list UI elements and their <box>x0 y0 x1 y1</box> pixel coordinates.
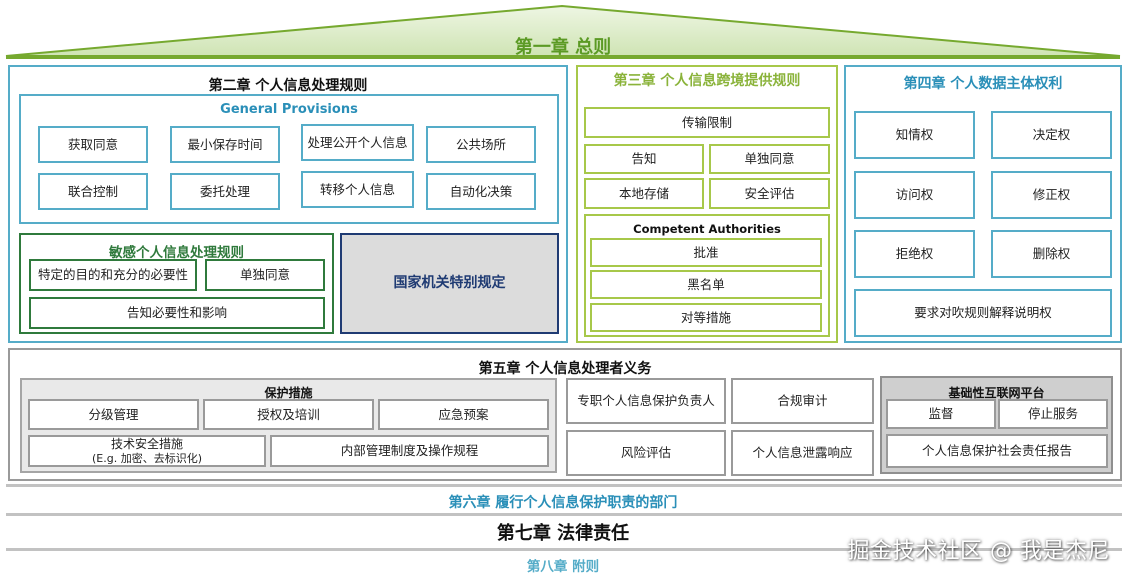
local-storage: 本地存储 <box>584 178 704 209</box>
technical-security-label: 技术安全措施 <box>110 437 183 452</box>
chapter3-title: 第三章 个人信息跨境提供规则 <box>613 73 801 89</box>
chapter8-title: 第八章 附则 <box>526 559 600 575</box>
right-to-correct: 修正权 <box>991 171 1112 219</box>
authority-approval: 批准 <box>590 238 822 267</box>
watermark-text: 掘金技术社区 @ 我是杰尼 <box>847 539 1110 564</box>
right-to-refuse: 拒绝权 <box>854 230 975 278</box>
protection-measures-title: 保护措施 <box>264 386 313 400</box>
chapter7-line-bottom <box>6 548 1122 551</box>
chapter3-section: 第三章 个人信息跨境提供规则 <box>576 65 838 343</box>
platform-stop-service: 停止服务 <box>998 399 1108 429</box>
sensitive-notify: 告知必要性和影响 <box>29 297 325 329</box>
provision-consent: 获取同意 <box>38 126 148 163</box>
breach-response: 个人信息泄露响应 <box>731 430 874 476</box>
sensitive-info-title: 敏感个人信息处理规则 <box>109 245 244 261</box>
emergency-plan: 应急预案 <box>378 399 549 430</box>
sensitive-purpose: 特定的目的和充分的必要性 <box>29 259 197 291</box>
right-to-delete: 删除权 <box>991 230 1112 278</box>
state-organs-box: 国家机关特别规定 <box>340 233 559 334</box>
chapter5-title: 第五章 个人信息处理者义务 <box>478 361 652 377</box>
authority-reciprocal: 对等措施 <box>590 303 822 332</box>
chapter2-section: 第二章 个人信息处理规则 <box>8 65 568 343</box>
authority-blacklist: 黑名单 <box>590 270 822 299</box>
chapter4-title: 第四章 个人数据主体权利 <box>903 76 1063 92</box>
chapter1-title: 第一章 总则 <box>514 37 612 58</box>
competent-authorities-box: Competent Authorities <box>584 214 830 337</box>
internal-management: 内部管理制度及操作规程 <box>270 435 549 467</box>
chapter6-line-top <box>6 484 1122 487</box>
tiered-management: 分级管理 <box>28 399 199 430</box>
provision-entrusted: 委托处理 <box>170 173 280 210</box>
technical-security: 技术安全措施 (E.g. 加密、去标识化) <box>28 435 266 467</box>
chapter1-roof <box>5 4 1121 59</box>
chapter4-section: 第四章 个人数据主体权利 <box>844 65 1122 343</box>
chapter7-title: 第七章 法律责任 <box>496 523 630 544</box>
provision-joint-control: 联合控制 <box>38 173 148 210</box>
transfer-restriction: 传输限制 <box>584 107 830 138</box>
internet-platform-title: 基础性互联网平台 <box>948 386 1045 400</box>
chapter2-title: 第二章 个人信息处理规则 <box>208 78 368 94</box>
compliance-audit: 合规审计 <box>731 378 874 424</box>
provision-public-place: 公共场所 <box>426 126 536 163</box>
general-provisions-box: General Provisions <box>19 94 559 224</box>
chapter6-title: 第六章 履行个人信息保护职责的部门 <box>448 495 678 511</box>
right-to-decide: 决定权 <box>991 111 1112 159</box>
chapter6-line-bottom <box>6 513 1122 516</box>
right-to-access: 访问权 <box>854 171 975 219</box>
authorization-training: 授权及培训 <box>203 399 374 430</box>
dpo-officer: 专职个人信息保护负责人 <box>566 378 726 424</box>
provision-min-retention: 最小保存时间 <box>170 126 280 163</box>
cross-border-notify: 告知 <box>584 144 704 174</box>
general-provisions-title: General Provisions <box>220 102 358 117</box>
provision-transfer: 转移个人信息 <box>301 171 414 208</box>
right-to-know: 知情权 <box>854 111 975 159</box>
sensitive-info-box: 敏感个人信息处理规则 <box>19 233 334 334</box>
provision-public-info: 处理公开个人信息 <box>301 124 414 161</box>
cross-border-consent: 单独同意 <box>709 144 830 174</box>
right-to-explanation: 要求对吹规则解释说明权 <box>854 289 1112 337</box>
technical-security-example: (E.g. 加密、去标识化) <box>91 451 202 465</box>
platform-supervise: 监督 <box>886 399 996 429</box>
competent-authorities-title: Competent Authorities <box>633 222 781 236</box>
security-assessment: 安全评估 <box>709 178 830 209</box>
chapter5-section: 第五章 个人信息处理者义务 <box>8 348 1122 481</box>
platform-social-report: 个人信息保护社会责任报告 <box>886 434 1108 468</box>
risk-assessment: 风险评估 <box>566 430 726 476</box>
sensitive-separate-consent: 单独同意 <box>205 259 325 291</box>
provision-automated: 自动化决策 <box>426 173 536 210</box>
